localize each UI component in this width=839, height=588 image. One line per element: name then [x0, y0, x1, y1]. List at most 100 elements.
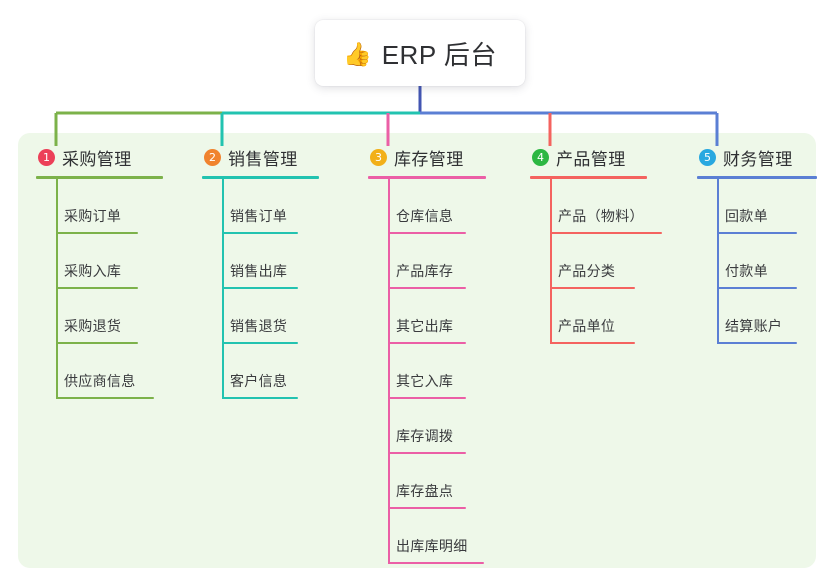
branch-header-3[interactable]: 3 库存管理 — [368, 145, 486, 169]
branch-spine-2 — [222, 179, 224, 399]
leaf-item[interactable]: 销售出库 — [222, 234, 319, 289]
branch-underline-4 — [530, 176, 647, 179]
branch-underline-1 — [36, 176, 163, 179]
leaf-item[interactable]: 采购入库 — [56, 234, 163, 289]
leaf-item[interactable]: 产品（物料） — [550, 179, 662, 234]
branch-badge-3: 3 — [370, 148, 387, 166]
branch-spine-3 — [388, 179, 390, 564]
leaf-item-underline — [717, 287, 797, 289]
leaf-item-label: 库存调拨 — [396, 428, 454, 444]
leaf-item-underline — [388, 287, 466, 289]
leaf-item-underline — [717, 342, 797, 344]
leaf-item[interactable]: 采购订单 — [56, 179, 163, 234]
leaf-item-label: 采购入库 — [64, 263, 122, 279]
branch-header-5[interactable]: 5 财务管理 — [697, 145, 817, 169]
branch-badge-1: 1 — [38, 148, 55, 166]
leaf-item-label: 采购退货 — [64, 318, 122, 334]
leaf-item-label: 客户信息 — [230, 373, 288, 389]
leaf-item[interactable]: 销售退货 — [222, 289, 319, 344]
leaf-item-label: 其它出库 — [396, 318, 454, 334]
leaf-item-label: 供应商信息 — [64, 373, 136, 389]
branch-item-list-2: 销售订单销售出库销售退货客户信息 — [202, 179, 319, 399]
leaf-item-label: 结算账户 — [725, 318, 783, 334]
leaf-item-underline — [388, 232, 466, 234]
thumbs-up-icon: 👍 — [343, 40, 372, 67]
leaf-item[interactable]: 销售订单 — [222, 179, 319, 234]
leaf-item[interactable]: 仓库信息 — [388, 179, 486, 234]
leaf-item[interactable]: 库存调拨 — [388, 399, 486, 454]
leaf-item-underline — [717, 232, 797, 234]
leaf-item-label: 库存盘点 — [396, 483, 454, 499]
leaf-item[interactable]: 采购退货 — [56, 289, 163, 344]
branch-badge-5: 5 — [699, 148, 716, 166]
branch-item-list-5: 回款单付款单结算账户 — [697, 179, 817, 344]
leaf-item-underline — [388, 562, 484, 564]
leaf-item-label: 付款单 — [725, 263, 768, 279]
leaf-item-label: 产品单位 — [558, 318, 616, 334]
leaf-item-label: 销售出库 — [230, 263, 288, 279]
leaf-item[interactable]: 其它出库 — [388, 289, 486, 344]
leaf-item[interactable]: 结算账户 — [717, 289, 817, 344]
leaf-item[interactable]: 产品分类 — [550, 234, 662, 289]
leaf-item-label: 采购订单 — [64, 208, 122, 224]
leaf-item[interactable]: 产品库存 — [388, 234, 486, 289]
branch-item-list-4: 产品（物料） 产品分类产品单位 — [530, 179, 662, 344]
branch-title-3: 库存管理 — [394, 149, 464, 169]
branch-column-3: 3 库存管理仓库信息产品库存其它出库其它入库库存调拨库存盘点出库库明细 — [368, 145, 486, 564]
leaf-item-label: 产品库存 — [396, 263, 454, 279]
branch-underline-2 — [202, 176, 319, 179]
branch-column-1: 1 采购管理采购订单采购入库采购退货供应商信息 — [36, 145, 163, 399]
branch-title-1: 采购管理 — [62, 149, 132, 169]
branch-spine-1 — [56, 179, 58, 399]
leaf-item-underline — [56, 342, 138, 344]
leaf-item-label: 仓库信息 — [396, 208, 454, 224]
branch-badge-2: 2 — [204, 148, 221, 166]
leaf-item-underline — [222, 232, 298, 234]
leaf-item-underline — [56, 397, 154, 399]
leaf-item-underline — [388, 507, 466, 509]
root-node[interactable]: 👍 ERP 后台 — [315, 20, 525, 86]
diagram-background-panel — [18, 133, 816, 568]
leaf-item[interactable]: 供应商信息 — [56, 344, 163, 399]
root-title: ERP 后台 — [381, 39, 497, 70]
branch-spine-5 — [717, 179, 719, 344]
branch-underline-5 — [697, 176, 817, 179]
leaf-item-underline — [388, 342, 466, 344]
branch-header-1[interactable]: 1 采购管理 — [36, 145, 163, 169]
leaf-item[interactable]: 库存盘点 — [388, 454, 486, 509]
branch-column-5: 5 财务管理回款单付款单结算账户 — [697, 145, 817, 344]
branch-underline-3 — [368, 176, 486, 179]
leaf-item-label: 回款单 — [725, 208, 768, 224]
leaf-item-label: 出库库明细 — [396, 538, 468, 554]
leaf-item-underline — [56, 232, 138, 234]
leaf-item-underline — [56, 287, 138, 289]
leaf-item-underline — [388, 397, 466, 399]
leaf-item[interactable]: 出库库明细 — [388, 509, 486, 564]
leaf-item[interactable]: 付款单 — [717, 234, 817, 289]
leaf-item-label: 产品（物料） — [558, 208, 644, 224]
leaf-item-underline — [222, 342, 298, 344]
leaf-item[interactable]: 产品单位 — [550, 289, 662, 344]
branch-title-5: 财务管理 — [723, 149, 793, 169]
leaf-item[interactable]: 客户信息 — [222, 344, 319, 399]
leaf-item-underline — [222, 287, 298, 289]
branch-item-list-3: 仓库信息产品库存其它出库其它入库库存调拨库存盘点出库库明细 — [368, 179, 486, 564]
leaf-item[interactable]: 其它入库 — [388, 344, 486, 399]
leaf-item-underline — [550, 232, 662, 234]
leaf-item-underline — [550, 342, 635, 344]
branch-spine-4 — [550, 179, 552, 344]
leaf-item[interactable]: 回款单 — [717, 179, 817, 234]
leaf-item-label: 销售订单 — [230, 208, 288, 224]
leaf-item-underline — [550, 287, 635, 289]
branch-item-list-1: 采购订单采购入库采购退货供应商信息 — [36, 179, 163, 399]
leaf-item-label: 其它入库 — [396, 373, 454, 389]
leaf-item-underline — [222, 397, 298, 399]
branch-badge-4: 4 — [532, 148, 549, 166]
leaf-item-underline — [388, 452, 466, 454]
leaf-item-label: 产品分类 — [558, 263, 616, 279]
